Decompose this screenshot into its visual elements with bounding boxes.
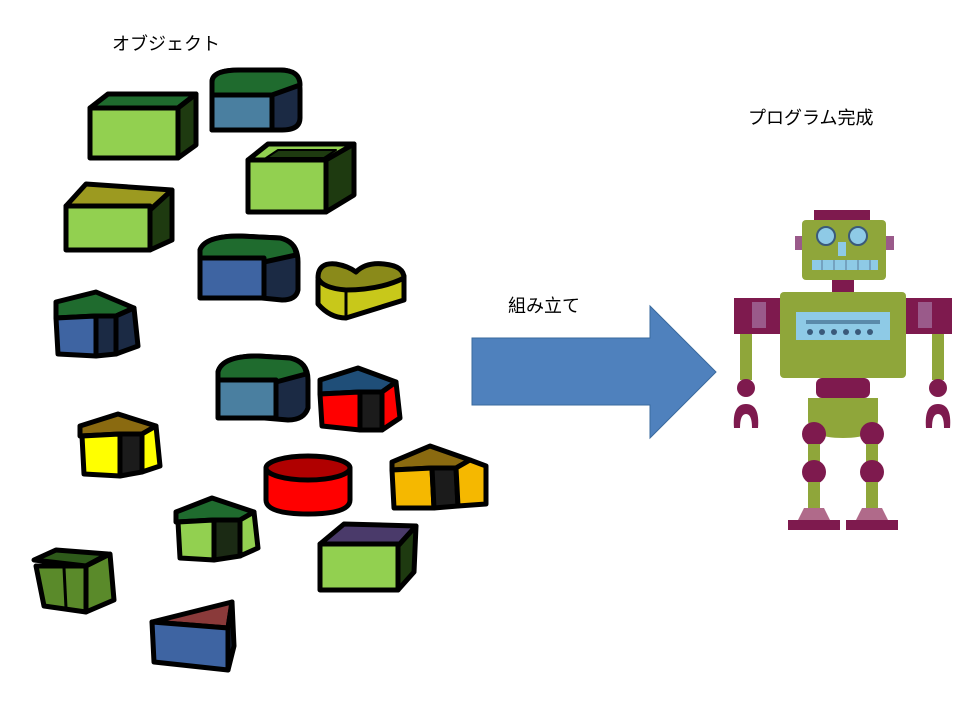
object-block bbox=[53, 289, 141, 359]
object-block bbox=[77, 411, 163, 479]
object-block bbox=[263, 453, 353, 517]
robot-illustration bbox=[733, 210, 952, 530]
object-block bbox=[317, 521, 419, 593]
object-block bbox=[149, 599, 237, 673]
assemble-label: 組み立て bbox=[508, 296, 580, 317]
object-block bbox=[209, 67, 303, 133]
object-block bbox=[197, 233, 301, 303]
objects-label: オブジェクト bbox=[112, 34, 220, 55]
object-block bbox=[315, 261, 407, 321]
object-block bbox=[31, 547, 117, 615]
object-block bbox=[389, 443, 489, 511]
object-block bbox=[245, 141, 357, 215]
program-complete-label: プログラム完成 bbox=[748, 108, 874, 129]
assemble-arrow bbox=[471, 304, 717, 440]
object-block bbox=[87, 91, 199, 161]
object-block bbox=[317, 365, 403, 433]
object-block bbox=[173, 495, 261, 563]
object-block bbox=[63, 181, 175, 253]
object-block bbox=[215, 353, 311, 423]
